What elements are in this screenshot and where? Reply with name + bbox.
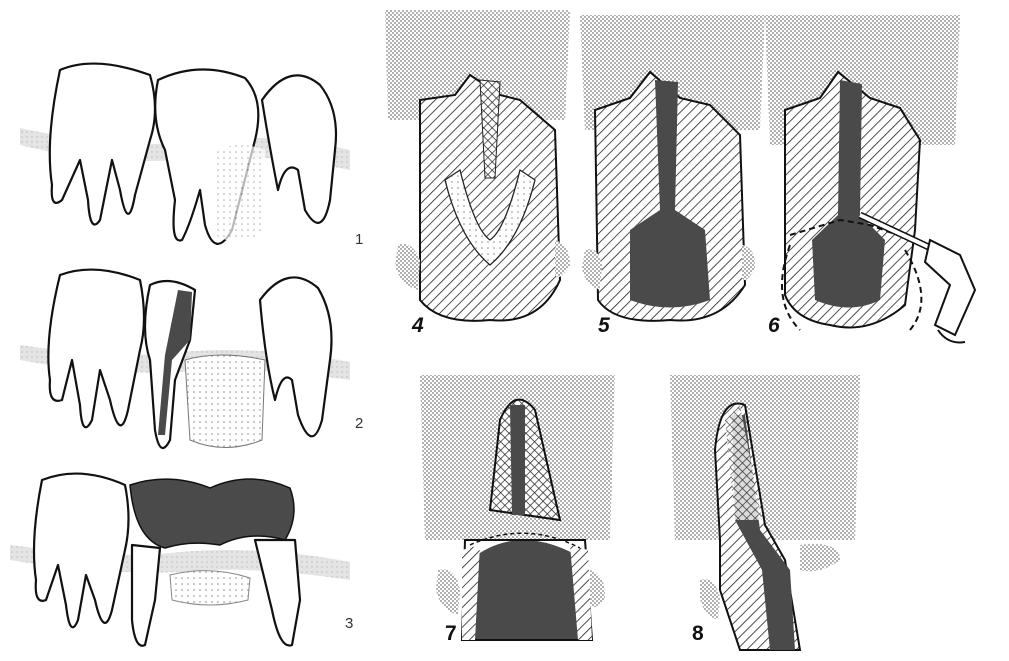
panel-6-tooth-sectioning <box>765 15 975 343</box>
abutment-left-root <box>132 545 160 646</box>
panel-5-canal-filled <box>580 15 765 321</box>
panel-7-label: 7 <box>445 622 457 645</box>
bone-under-pontic <box>170 571 250 605</box>
panel-2-root-canal-treatment <box>20 270 350 448</box>
gum-right <box>555 240 570 277</box>
panel-4-tooth-cross-section <box>385 10 570 321</box>
panel-2-label: 2 <box>355 415 363 432</box>
panel-4-label: 4 <box>411 314 424 337</box>
bridge-crowns <box>130 479 294 548</box>
bone-shadow <box>215 145 265 241</box>
panel-3-label: 3 <box>345 615 353 632</box>
gum-right <box>742 245 755 280</box>
panel-6-label: 6 <box>768 314 780 337</box>
gum-left <box>395 244 420 290</box>
panel-8-label: 8 <box>692 622 704 645</box>
panel-1-molars-with-gap <box>20 64 350 244</box>
molar-left <box>34 474 129 628</box>
canal-filling <box>510 405 525 515</box>
panel-3-bridge <box>10 474 350 646</box>
panel-5-label: 5 <box>598 314 610 337</box>
molar-right <box>262 75 336 222</box>
gum-right <box>800 544 840 571</box>
panel-8-hemisected-root <box>670 375 860 650</box>
gum-right <box>590 570 605 607</box>
molar-left <box>50 64 155 225</box>
gum-left <box>700 579 720 620</box>
panel-1-label: 1 <box>355 231 363 248</box>
bone-area <box>670 375 860 540</box>
molar-right <box>260 277 332 436</box>
bone-gap <box>185 355 265 448</box>
gum-left <box>436 569 460 615</box>
abutment-right-root <box>255 540 300 646</box>
panel-7-single-root-retained <box>420 375 615 640</box>
molar-left <box>48 270 144 428</box>
